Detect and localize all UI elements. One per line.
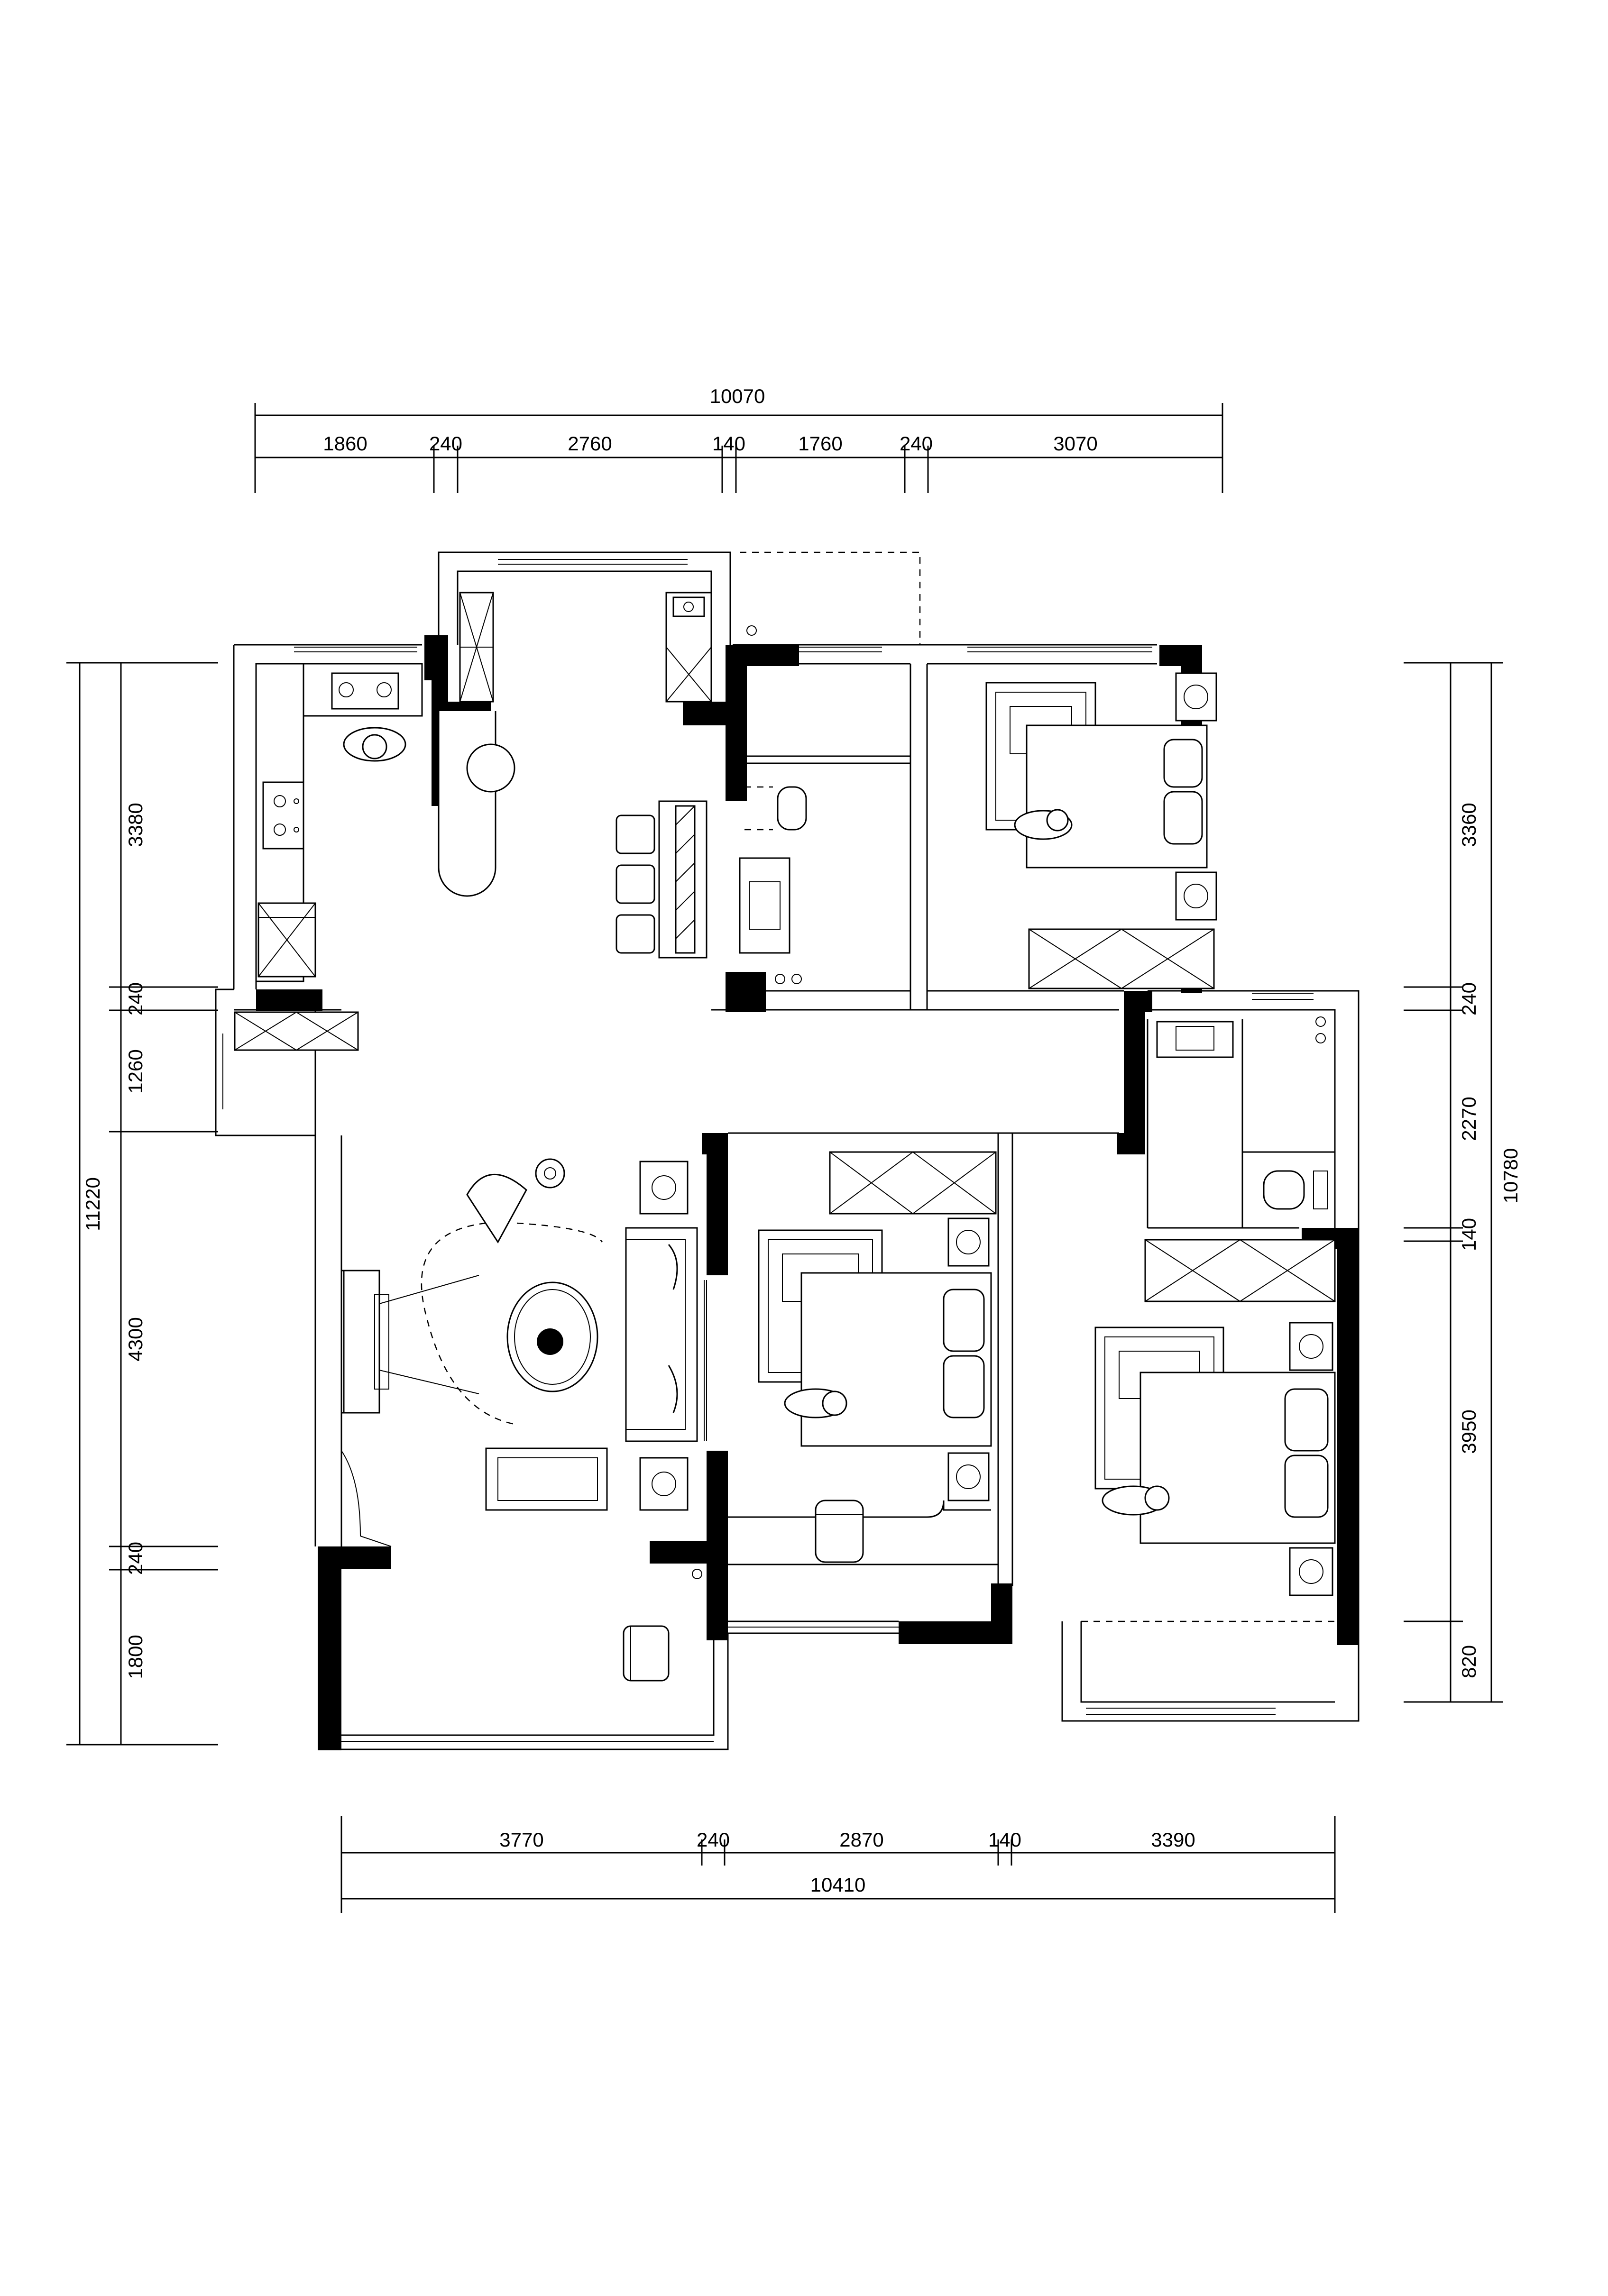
nightstand-icon (1289, 1547, 1333, 1596)
top-dimension-chain: 10070 1860 240 2760 140 1760 240 3070 (254, 385, 1223, 493)
tv-cabinet (343, 1270, 380, 1414)
right-total-label: 10780 (1499, 1148, 1522, 1204)
wardrobe (1144, 1239, 1336, 1302)
chair-icon (616, 864, 655, 904)
desk (726, 1500, 991, 1518)
chair-icon (815, 1500, 864, 1563)
chair-icon (623, 1625, 670, 1682)
dining-area (438, 592, 712, 959)
floor-lamp-icon (535, 1158, 565, 1189)
pillow-icon (1163, 791, 1203, 845)
top-seg-3: 2760 (568, 432, 612, 455)
right-seg-2: 240 (1458, 982, 1480, 1015)
bottom-seg-5: 3390 (1151, 1829, 1195, 1851)
right-seg-4: 140 (1458, 1218, 1480, 1251)
side-table-icon (639, 1161, 689, 1215)
upper-bathroom (739, 786, 807, 984)
side-table-icon (639, 1457, 689, 1511)
right-seg-3: 2270 (1458, 1097, 1480, 1141)
nightstand-icon (947, 1217, 990, 1267)
left-seg-5: 240 (124, 1542, 147, 1575)
top-seg-4: 140 (712, 432, 745, 455)
right-seg-1: 3360 (1458, 803, 1480, 847)
lounge-chair-icon (466, 1174, 527, 1244)
left-total-label: 11220 (82, 1177, 104, 1231)
right-seg-6: 820 (1458, 1645, 1480, 1678)
left-seg-1: 3380 (124, 803, 147, 847)
pillow-icon (1284, 1454, 1329, 1518)
nightstand-icon (947, 1452, 990, 1501)
nightstand-icon (1289, 1322, 1333, 1371)
wardrobe (1028, 928, 1215, 989)
bottom-seg-3: 2870 (839, 1829, 883, 1851)
bedroom-middle (726, 1151, 997, 1563)
nightstand-icon (1175, 672, 1217, 722)
top-seg-1: 1860 (323, 432, 367, 455)
pillow-icon (943, 1289, 985, 1352)
chair-icon (616, 814, 655, 854)
left-seg-3: 1260 (124, 1049, 147, 1093)
kitchen-sink-icon (331, 672, 399, 710)
pillow-icon (1284, 1388, 1329, 1452)
pillow-icon (943, 1355, 985, 1418)
washbasin-icon (739, 857, 790, 954)
plant-icon (537, 1328, 563, 1355)
left-seg-2: 240 (124, 982, 147, 1015)
living-room (343, 1158, 698, 1682)
washbasin-icon (1156, 1021, 1234, 1058)
bar-stool-icon (466, 743, 515, 793)
chaise-icon (485, 1447, 608, 1511)
pillow-icon (1163, 739, 1203, 788)
kitchen-cabinets (234, 663, 423, 1051)
top-seg-5: 1760 (798, 432, 842, 455)
right-seg-5: 3950 (1458, 1409, 1480, 1454)
top-seg-7: 3070 (1053, 432, 1097, 455)
chair-icon (616, 914, 655, 954)
bedroom-top-right (985, 672, 1217, 989)
top-seg-6: 240 (900, 432, 933, 455)
right-bathroom (1156, 1016, 1328, 1210)
toilet-icon (777, 786, 807, 831)
nightstand-icon (1175, 871, 1217, 921)
left-dimension-chain: 3380 240 1260 4300 240 1800 11220 (66, 662, 218, 1746)
bar-counter (438, 711, 496, 897)
sofa-icon (625, 1227, 698, 1442)
bottom-seg-4: 140 (988, 1829, 1021, 1851)
wardrobe (829, 1151, 997, 1215)
top-total-label: 10070 (710, 385, 765, 407)
bottom-total-label: 10410 (810, 1874, 866, 1896)
bedroom-bottom-right (1094, 1239, 1336, 1596)
bottom-seg-2: 240 (697, 1829, 730, 1851)
left-seg-4: 4300 (124, 1317, 147, 1361)
right-dimension-chain: 3360 240 2270 140 3950 820 10780 (1404, 662, 1522, 1703)
bottom-dimension-chain: 3770 240 2870 140 3390 10410 (340, 1816, 1336, 1913)
bottom-seg-1: 3770 (499, 1829, 543, 1851)
left-seg-6: 1800 (124, 1635, 147, 1679)
stove-icon (262, 781, 304, 850)
toilet-icon (1263, 1170, 1305, 1210)
top-seg-2: 240 (429, 432, 462, 455)
